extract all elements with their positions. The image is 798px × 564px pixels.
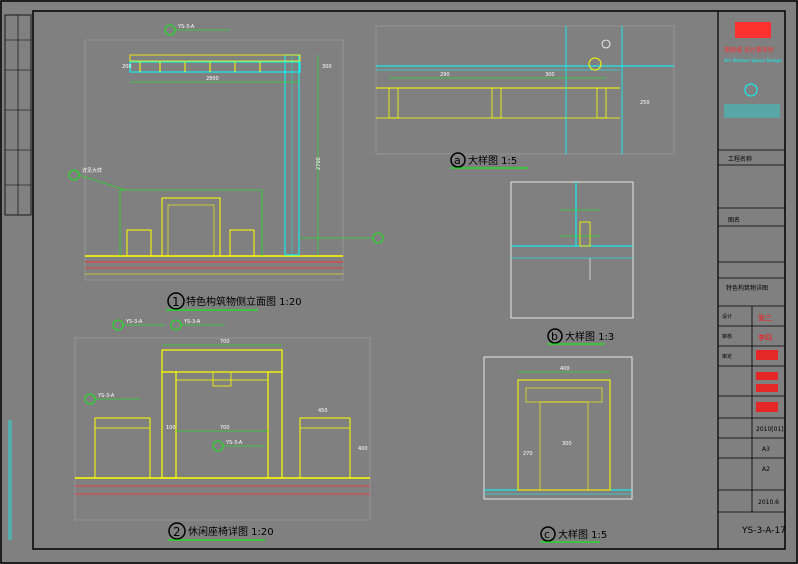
detail-c: 400 300 270 c 大样图 1:5 — [483, 356, 633, 543]
det-b-letter: b — [551, 330, 558, 343]
company-name-en: Art Alliance Space Design — [724, 58, 782, 64]
callout-2: 详见大样 — [82, 167, 102, 174]
dim-2800: 2800 — [206, 76, 219, 82]
view-2-title: 休闲座椅详图 1:20 — [188, 525, 274, 538]
det-b-title: 大样图 1:3 — [565, 330, 614, 343]
date: 2010.6 — [758, 499, 779, 506]
det-c-title: 大样图 1:5 — [558, 528, 607, 541]
sign-design: 张三 — [758, 313, 772, 322]
dim-a-300: 300 — [545, 72, 555, 78]
view-1-side-elevation: 2800 2700 300 200 YS-3-A 详见大样 1 特色构筑物侧立面… — [68, 24, 384, 311]
view-1-title: 特色构筑物侧立面图 1:20 — [186, 295, 302, 308]
det-a-letter: a — [454, 154, 461, 167]
seal-icon — [744, 83, 758, 97]
callout-3: YS-3-A — [125, 319, 143, 325]
dim-200: 200 — [122, 64, 132, 70]
dim-c-400: 400 — [560, 366, 570, 372]
logo — [735, 22, 771, 38]
det-a-title: 大样图 1:5 — [468, 154, 517, 167]
detail-a: 290 300 250 a 大样图 1:5 — [375, 25, 675, 169]
company-name-cn: 美丽城 设计事务所 — [724, 46, 774, 54]
dim-2700: 2700 — [316, 157, 322, 170]
dim-400: 400 — [358, 446, 368, 452]
view-2-bench-detail: 700 700 100 450 400 YS-3-A YS-3-A YS-3-A… — [74, 319, 371, 541]
version: 2010[01] — [756, 426, 784, 433]
drawing-name: 特色构筑物详图 — [726, 284, 768, 292]
callout-6: YS-3-A — [225, 440, 243, 446]
binding-strip — [4, 14, 32, 540]
callout-1: YS-3-A — [177, 24, 195, 30]
view-1-number: 1 — [172, 295, 180, 309]
det-c-letter: c — [544, 528, 550, 541]
sheet-size: A3 — [762, 446, 770, 453]
dim-a-290: 290 — [440, 72, 450, 78]
callout-5: YS-3-A — [97, 393, 115, 399]
title-block: 美丽城 设计事务所 Art Alliance Space Design 工程名称… — [717, 11, 786, 549]
drawing-frame — [32, 10, 786, 550]
label-design: 设计 — [722, 313, 732, 320]
dim-a-250: 250 — [640, 100, 650, 106]
dim-300: 300 — [322, 64, 332, 70]
dim-700-mid: 700 — [220, 425, 230, 431]
project-number: YS-3-A-17 — [741, 526, 786, 536]
label-approve: 审定 — [722, 353, 732, 360]
dim-450: 450 — [318, 408, 328, 414]
view-2-number: 2 — [173, 525, 181, 539]
dim-c-270: 270 — [523, 451, 533, 457]
label-check: 审核 — [722, 333, 732, 340]
dim-c-300: 300 — [562, 441, 572, 447]
label-sheet-title: 图名 — [728, 216, 740, 224]
callout-4: YS-3-A — [183, 319, 201, 325]
label-project: 工程名称 — [728, 155, 752, 163]
dim-100: 100 — [166, 425, 176, 431]
sign-check: 李四 — [758, 333, 772, 342]
dim-700-top: 700 — [220, 339, 230, 345]
detail-b: b 大样图 1:3 — [510, 181, 634, 345]
scale: A2 — [762, 466, 770, 473]
